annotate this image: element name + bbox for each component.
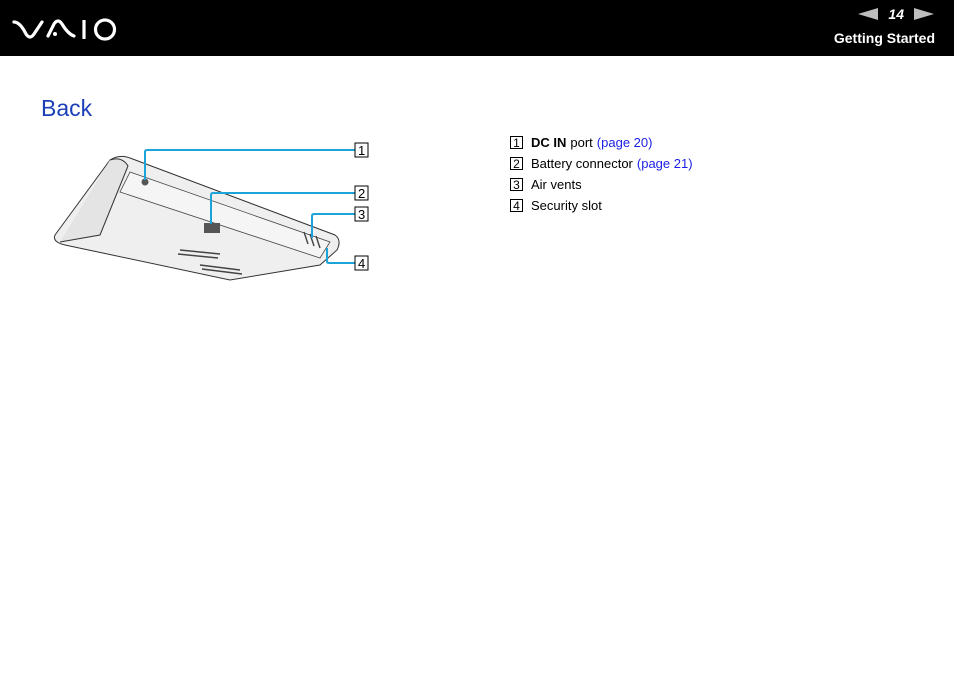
vaio-logo (12, 18, 117, 41)
callout-text: Battery connector (531, 156, 633, 171)
svg-text:1: 1 (358, 143, 365, 158)
page-navigation: 14 (858, 6, 934, 22)
section-title: Getting Started (833, 30, 935, 46)
callout-bold-label: DC IN (531, 135, 567, 150)
callout-list: 1 DC IN port (page 20) 2 Battery connect… (510, 132, 693, 216)
header-bar: 14 Getting Started (0, 0, 954, 56)
callout-text: Air vents (531, 177, 582, 192)
callout-number: 4 (510, 199, 523, 212)
svg-text:4: 4 (358, 256, 365, 271)
svg-text:3: 3 (358, 207, 365, 222)
callout-item: 2 Battery connector (page 21) (510, 153, 693, 174)
svg-text:2: 2 (358, 186, 365, 201)
laptop-back-illustration: 1 2 3 4 (54, 142, 369, 281)
callout-number: 1 (510, 136, 523, 149)
callout-text: port (570, 135, 593, 150)
page-link[interactable]: (page 20) (596, 135, 653, 150)
callout-text: Security slot (531, 198, 602, 213)
page-link[interactable]: (page 21) (636, 156, 693, 171)
callout-item: 1 DC IN port (page 20) (510, 132, 693, 153)
next-page-arrow-icon[interactable] (914, 8, 934, 20)
callout-number: 3 (510, 178, 523, 191)
callout-item: 4 Security slot (510, 195, 693, 216)
prev-page-arrow-icon[interactable] (858, 8, 879, 20)
callout-item: 3 Air vents (510, 174, 693, 195)
callout-number: 2 (510, 157, 523, 170)
page-number: 14 (888, 6, 904, 22)
page-title: Back (41, 95, 93, 121)
